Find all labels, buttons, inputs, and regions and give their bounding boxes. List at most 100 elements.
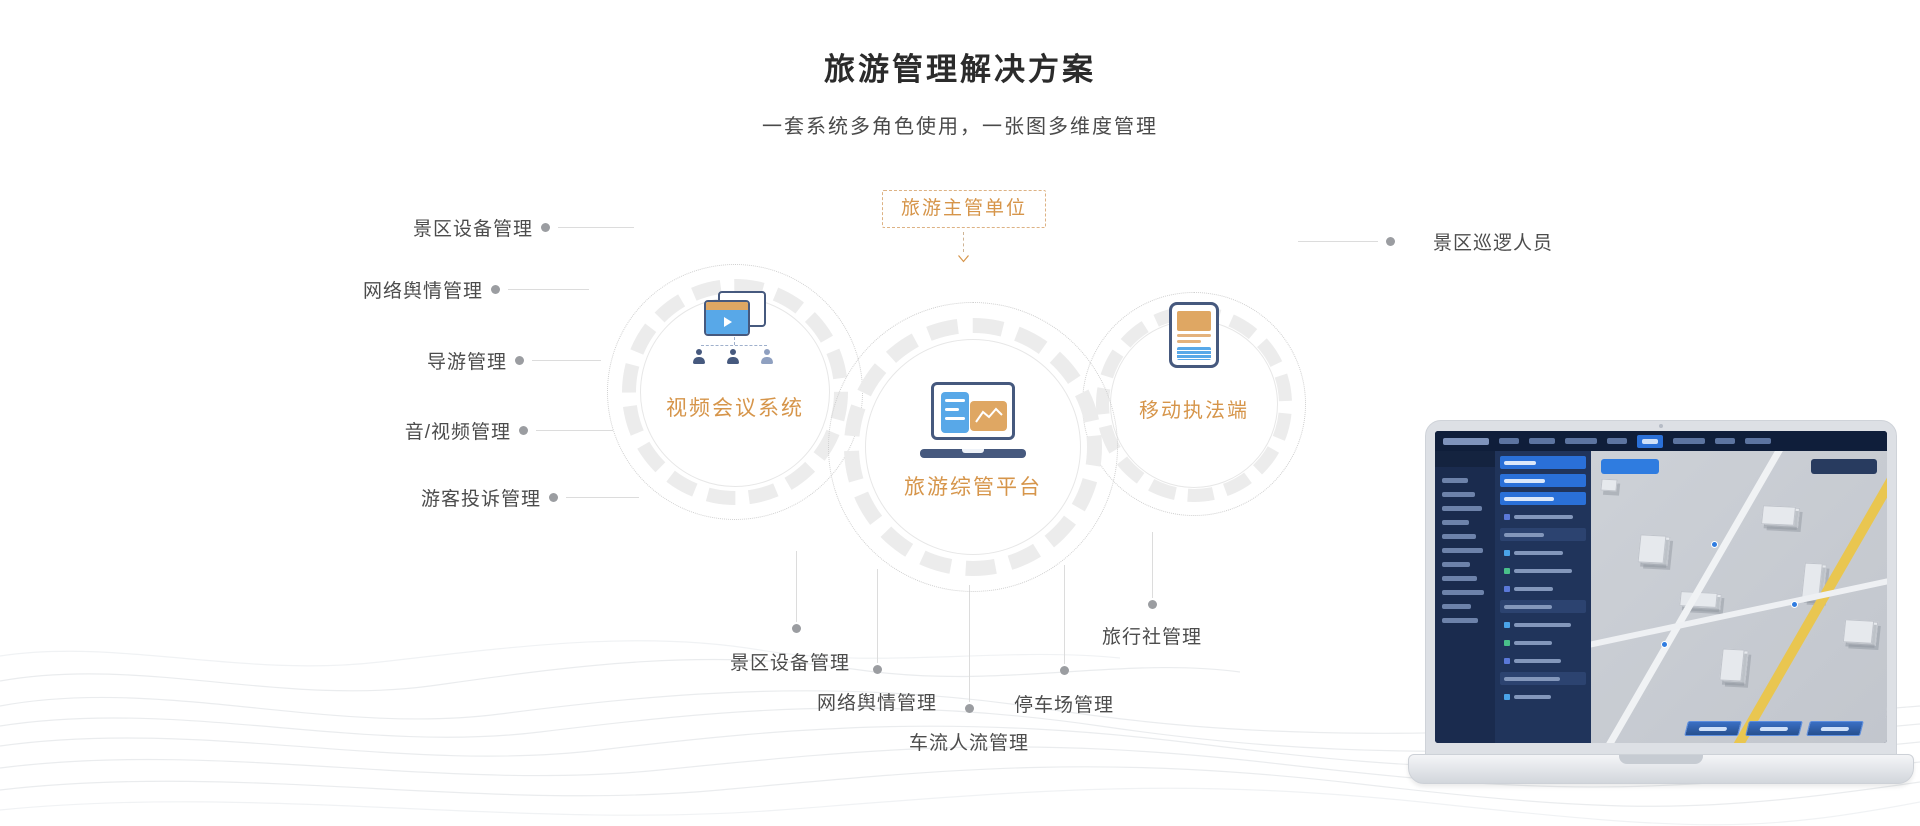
- laptop-icon-base: [920, 449, 1026, 458]
- nav-chip: [1565, 438, 1597, 444]
- side-bar: [1442, 590, 1484, 595]
- bldg: [1761, 505, 1796, 526]
- laptop-dashboard-icon: [920, 382, 1026, 458]
- submenu-item-icon: [1504, 549, 1510, 556]
- right-connector-row: 景区巡逻人员: [1298, 227, 1553, 255]
- connector-line: [1064, 565, 1065, 664]
- connector-line: [796, 551, 797, 622]
- connector-dot: [541, 222, 550, 232]
- laptop-base: [1408, 754, 1914, 784]
- bldg: [1885, 676, 1887, 721]
- dashboard-topnav: [1435, 431, 1887, 451]
- side-bar: [1442, 492, 1475, 497]
- sub-row: [1500, 690, 1586, 703]
- connector-dot: [1148, 600, 1157, 609]
- phone-photo-block: [1177, 311, 1211, 331]
- bottom-label: 停车场管理: [1013, 695, 1115, 716]
- nav-chip: [1529, 438, 1555, 444]
- dashboard-screenshot: [1435, 431, 1887, 743]
- sub-row: [1500, 456, 1586, 469]
- left-label: 景区设备管理: [412, 218, 533, 240]
- sub-row: [1500, 528, 1586, 541]
- node-label-platform: 旅游综管平台: [904, 476, 1042, 499]
- outer-dotted-ring: [828, 302, 1118, 592]
- submenu-item-icon: [1504, 513, 1510, 520]
- dashboard-map: [1591, 451, 1887, 743]
- camera-dot: [1659, 424, 1663, 428]
- nav-chip: [1715, 438, 1735, 444]
- side-bar: [1442, 478, 1468, 483]
- laptop-screen: [1425, 420, 1897, 756]
- left-connector-row: 导游管理: [423, 346, 601, 374]
- map-button-dark: [1811, 459, 1877, 474]
- bottom-label: 旅行社管理: [1101, 627, 1203, 648]
- background-waves: [0, 640, 1920, 826]
- submenu-item-icon: [1504, 621, 1510, 628]
- map-button-blue: [1601, 459, 1659, 474]
- connector-line: [1152, 532, 1153, 598]
- dashboard-sidebar: [1435, 451, 1495, 743]
- laptop-mockup: [1408, 420, 1914, 786]
- nav-chip: [1745, 438, 1771, 444]
- connector-line: [566, 496, 639, 498]
- connector-dot: [965, 704, 974, 713]
- map-pin-icon: [1661, 641, 1668, 648]
- dashboard-body: [1435, 451, 1887, 743]
- sub-row: [1500, 492, 1586, 505]
- authority-box: 旅游主管单位: [882, 190, 1046, 228]
- laptop-icon-screen: [931, 382, 1015, 440]
- page-subtitle: 一套系统多角色使用，一张图多维度管理: [762, 116, 1158, 138]
- inner-circle: [865, 339, 1081, 555]
- sub-row: [1500, 546, 1586, 559]
- person-icon: [692, 349, 706, 364]
- bldg: [1842, 619, 1875, 644]
- mobile-phone-icon: [1169, 302, 1219, 368]
- arrow-down-icon: [958, 255, 969, 263]
- left-connector-row: 音/视频管理: [383, 416, 613, 444]
- connector-line: [558, 226, 634, 228]
- phone-text-line: [1177, 340, 1201, 343]
- sub-row: [1500, 600, 1586, 613]
- sidebar-header: [1435, 451, 1495, 467]
- connector-line: [969, 585, 970, 702]
- left-label: 游客投诉管理: [420, 488, 541, 510]
- side-bar: [1442, 548, 1483, 553]
- bldg: [1719, 648, 1745, 682]
- sub-row: [1500, 654, 1586, 667]
- left-connector-row: 景区设备管理: [405, 213, 634, 241]
- person-icon: [760, 349, 774, 364]
- side-bar: [1442, 520, 1469, 525]
- map-tab: [1683, 721, 1742, 736]
- submenu-item-icon: [1504, 693, 1510, 700]
- right-label: 景区巡逻人员: [1433, 232, 1554, 254]
- connector-dot: [519, 425, 528, 435]
- node-label-video: 视频会议系统: [666, 397, 804, 420]
- connector-dot: [1060, 666, 1069, 675]
- sub-row: [1500, 564, 1586, 577]
- nav-chip: [1673, 438, 1705, 444]
- bldg: [1637, 534, 1667, 564]
- submenu-item-icon: [1504, 567, 1510, 574]
- map-tab: [1744, 721, 1803, 736]
- sub-row: [1500, 582, 1586, 595]
- connector-dot: [792, 624, 801, 633]
- submenu-item-icon: [1504, 639, 1510, 646]
- nav-chip: [1499, 438, 1519, 444]
- side-bar: [1442, 506, 1482, 511]
- bottom-label: 网络舆情管理: [816, 693, 938, 714]
- connector-dot: [873, 665, 882, 674]
- map-pin-icon: [1791, 601, 1798, 608]
- connector-dot: [1386, 236, 1395, 246]
- sub-row: [1500, 672, 1586, 685]
- side-bar: [1442, 534, 1476, 539]
- left-connector-row: 游客投诉管理: [413, 483, 639, 511]
- window-front: [704, 300, 750, 336]
- submenu-item-icon: [1504, 657, 1510, 664]
- sub-row: [1500, 510, 1586, 523]
- side-bar: [1442, 576, 1477, 581]
- page-title: 旅游管理解决方案: [824, 52, 1096, 87]
- authority-arrow-line: [963, 232, 964, 252]
- left-label: 音/视频管理: [404, 421, 511, 443]
- nav-chip: [1637, 434, 1663, 448]
- window-titlebar: [706, 302, 748, 310]
